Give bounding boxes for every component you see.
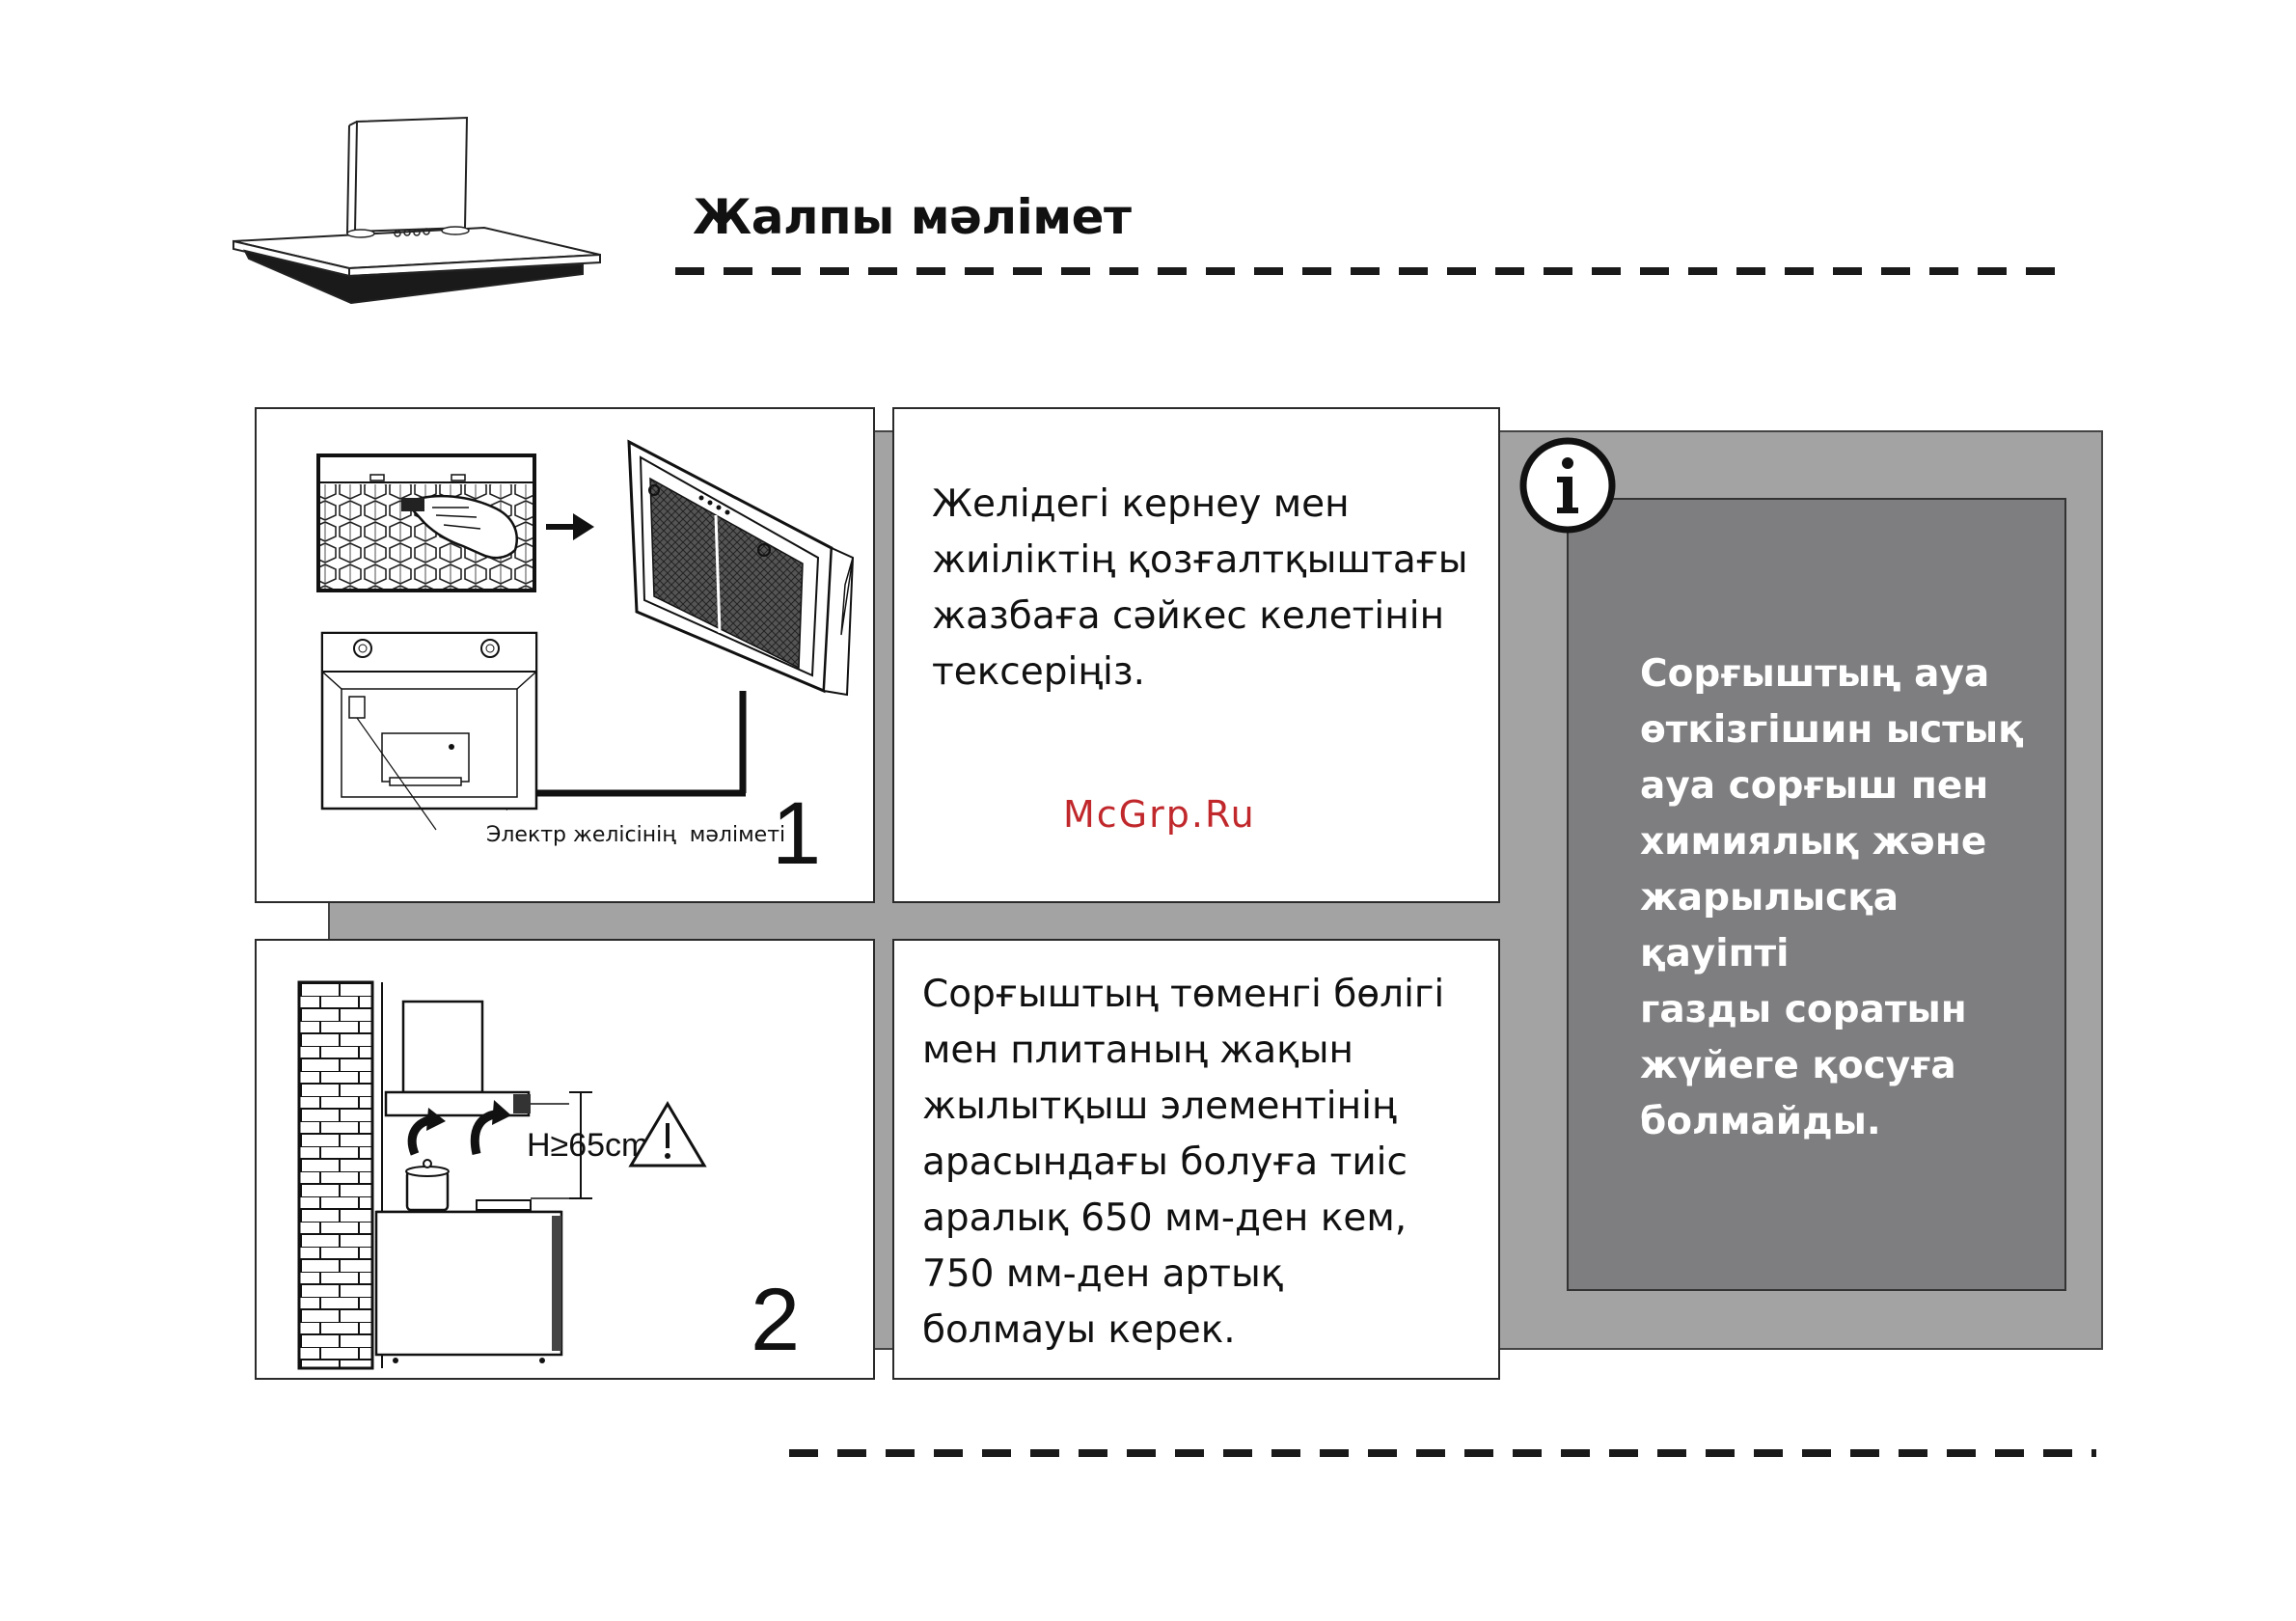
step-number-1: 1 bbox=[772, 784, 822, 883]
range-hood-icon bbox=[232, 116, 601, 305]
arrow-right-icon bbox=[546, 513, 594, 540]
electrical-label-caption: Электр желісінің мәліметі bbox=[486, 823, 786, 847]
voltage-instruction: Желідегі кернеу мен жиіліктің қозғалтқыш… bbox=[932, 482, 1468, 694]
distance-instruction: Сорғыштың төменгі бөлігі мен плитаның жа… bbox=[922, 973, 1445, 1352]
info-icon bbox=[1519, 437, 1616, 534]
mounting-height-figure: H≥65cm bbox=[297, 980, 707, 1370]
electrical-label-figure bbox=[316, 439, 855, 831]
warning-triangle-icon bbox=[628, 1101, 707, 1168]
warning-panel bbox=[1567, 498, 2066, 1291]
pot-icon bbox=[405, 1159, 450, 1212]
page-title: Жалпы мәлімет bbox=[693, 189, 1132, 245]
height-dimension-label: H≥65cm bbox=[527, 1127, 648, 1164]
bottom-divider bbox=[789, 1449, 2096, 1457]
step-number-2: 2 bbox=[751, 1271, 801, 1369]
voltage-check-panel bbox=[892, 407, 1500, 903]
exhaust-warning-text: Сорғыштың ауа өткізгішин ыстық ауа сорғы… bbox=[1640, 652, 2024, 1143]
steam-arrow-icon bbox=[407, 1100, 511, 1156]
watermark: McGrp.Ru bbox=[1063, 793, 1256, 836]
top-divider bbox=[675, 267, 2060, 275]
distance-panel bbox=[892, 939, 1500, 1380]
